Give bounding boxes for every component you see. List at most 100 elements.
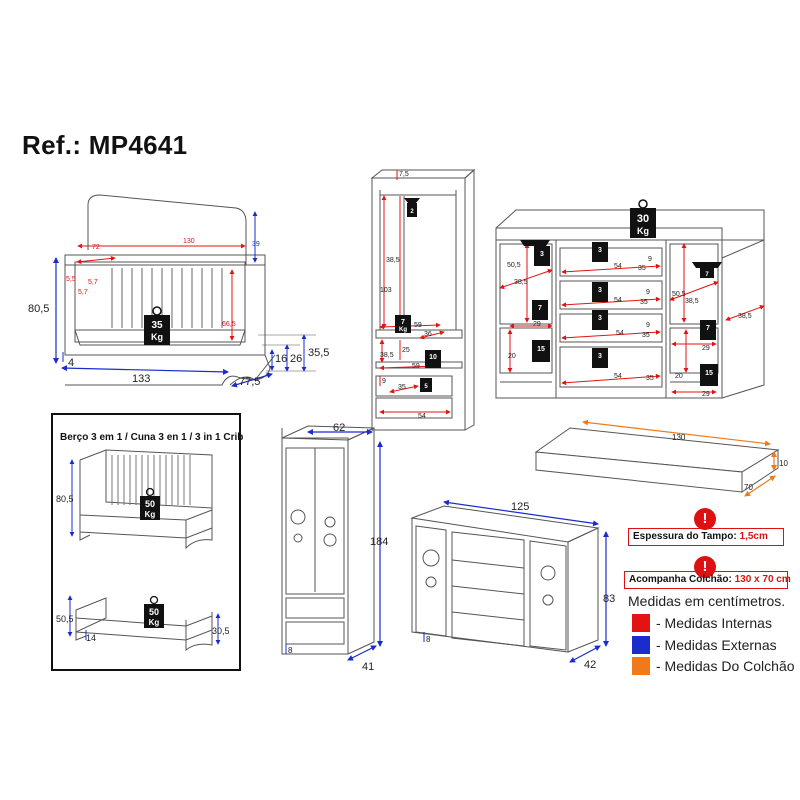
dc-dim-83: 83 — [603, 593, 615, 605]
do-dim-20b: 20 — [675, 373, 683, 380]
do-dim-35a: 35 — [638, 265, 646, 272]
do-weight-drawer-4: 3 — [598, 353, 602, 360]
do-dim-9b: 9 — [646, 289, 650, 296]
colchao-note: Acompanha Colchão: 130 x 70 cm — [624, 571, 791, 589]
do-weight-drawer-1: 3 — [598, 247, 602, 254]
wo-dim-25: 25 — [402, 347, 410, 354]
inset-weight-1: 50 — [145, 499, 155, 509]
crib-weight-value: 35 — [151, 320, 163, 331]
do-dim-35b: 35 — [640, 299, 648, 306]
do-dim-50-5a: 50,5 — [507, 262, 521, 269]
wo-dim-38-5b: 38,5 — [380, 352, 394, 359]
dresser-open-dims: 50,5 38,5 20 29 54 35 9 54 35 9 54 35 9 … — [499, 243, 765, 398]
wo-dim-38-5a: 38,5 — [386, 257, 400, 264]
do-weight-shelf-l: 7 — [538, 305, 542, 312]
wc-dim-62: 62 — [333, 422, 345, 434]
dc-dim-8: 8 — [426, 635, 431, 644]
crib-dim-4: 4 — [68, 357, 74, 369]
do-dim-9c: 9 — [646, 322, 650, 329]
wo-dim-59a: 59 — [414, 322, 422, 329]
wo-weight-shelf-kg: Kg — [399, 327, 407, 333]
dresser-open-drawing — [495, 209, 765, 399]
dresser-open-weights: 30 Kg 3 7 15 3 3 3 3 7 7 15 — [520, 199, 722, 386]
do-weight-top: 30 — [637, 213, 649, 225]
crib-dim-80-5: 80,5 — [28, 303, 49, 315]
legend-swatch-internal — [632, 614, 650, 632]
crib-dim-72: 72 — [92, 244, 100, 251]
inset-weights: 50 Kg 50 Kg — [140, 487, 164, 628]
do-weight-top-kg: Kg — [637, 226, 649, 236]
wc-dim-184: 184 — [370, 536, 388, 548]
inset-dim-80-5: 80,5 — [56, 494, 74, 504]
colchao-note-label: Acompanha Colchão: — [629, 574, 735, 585]
inset-weight-2: 50 — [149, 607, 159, 617]
wo-dim-54: 54 — [418, 413, 426, 420]
tampo-note-value: 1,5cm — [739, 531, 768, 542]
mattress-dim-70: 70 — [744, 483, 753, 492]
inset-dim-14: 14 — [86, 633, 96, 643]
crib-dim-5-7b: 5,7 — [78, 289, 88, 296]
crib-dim-16: 16 — [275, 353, 287, 365]
wo-dim-9: 9 — [382, 378, 386, 385]
do-dim-35c: 35 — [642, 332, 650, 339]
do-weight-bottom-r: 15 — [705, 370, 713, 377]
crib-weight-unit: Kg — [151, 332, 163, 342]
crib-dim-5-7a: 5,7 — [88, 279, 98, 286]
wo-dim-59b: 59 — [412, 363, 420, 370]
crib-dim-35-5: 35,5 — [308, 347, 329, 359]
inset-crib-drawing — [75, 449, 213, 652]
colchao-note-value: 130 x 70 cm — [734, 574, 791, 585]
do-weight-shelf-r: 7 — [706, 325, 710, 332]
wardrobe-open-weights: 2 7 Kg 10 5 — [395, 198, 441, 392]
crib-drawing — [64, 194, 276, 386]
do-dim-29c: 29 — [702, 391, 710, 398]
inset-dim-50-5: 50,5 — [56, 614, 74, 624]
crib-dim-77-5: 77,5 — [239, 376, 260, 388]
wo-weight-hanger: 2 — [410, 209, 414, 215]
legend-label-external: - Medidas Externas — [656, 637, 777, 653]
do-dim-54a: 54 — [614, 263, 622, 270]
crib-modes-inset — [51, 413, 241, 671]
wo-weight-drawer: 10 — [429, 354, 437, 361]
wo-weight-small: 5 — [424, 384, 428, 390]
crib-external-dims: 80,5 133 4 77,5 16 26 35,5 — [28, 257, 329, 388]
do-weight-hang-r: 7 — [705, 272, 709, 278]
crib-dim-133: 133 — [132, 373, 150, 385]
crib-dim-5-5: 5,5 — [66, 276, 76, 283]
wo-dim-35: 35 — [398, 384, 406, 391]
do-dim-54d: 54 — [614, 373, 622, 380]
do-dim-54b: 54 — [614, 297, 622, 304]
wardrobe-closed-dims: 62 184 41 8 — [285, 422, 388, 673]
do-dim-35d: 35 — [646, 375, 654, 382]
do-dim-20a: 20 — [508, 353, 516, 360]
do-weight-bottom-l: 15 — [537, 346, 545, 353]
inset-dims: 80,5 50,5 14 30,5 — [56, 459, 230, 645]
dresser-closed-drawing — [410, 505, 600, 653]
crib-dim-130: 130 — [183, 238, 195, 245]
inset-title: Berço 3 em 1 / Cuna 3 en 1 / 3 in 1 Crib — [60, 432, 244, 443]
crib-weight-badge: 35 Kg — [144, 306, 170, 345]
do-weight-drawer-3: 3 — [598, 315, 602, 322]
dresser-closed-dims: 125 83 42 8 — [423, 499, 615, 671]
legend-swatch-external — [632, 636, 650, 654]
do-dim-54c: 54 — [616, 330, 624, 337]
do-dim-29a: 29 — [533, 321, 541, 328]
crib-dim-39: 39 — [252, 241, 260, 248]
legend-label-mattress: - Medidas Do Colchão — [656, 658, 795, 674]
wo-dim-36: 36 — [424, 331, 432, 338]
wc-dim-41: 41 — [362, 661, 374, 673]
wo-dim-103: 103 — [380, 287, 392, 294]
wardrobe-closed-drawing — [281, 425, 375, 655]
wc-dim-8: 8 — [288, 646, 293, 655]
do-weight-drawer-2: 3 — [598, 287, 602, 294]
wo-weight-shelf: 7 — [401, 319, 405, 326]
reference-code: Ref.: MP4641 — [22, 130, 188, 160]
inset-weight-2-kg: Kg — [149, 618, 160, 627]
do-dim-38-5a: 38,5 — [514, 279, 528, 286]
mattress-dim-10: 10 — [779, 459, 788, 468]
mattress-dim-130: 130 — [672, 433, 686, 442]
legend-title: Medidas em centímetros. — [628, 593, 786, 609]
tampo-note: Espessura do Tampo: 1,5cm — [628, 528, 784, 546]
do-dim-9a: 9 — [648, 256, 652, 263]
